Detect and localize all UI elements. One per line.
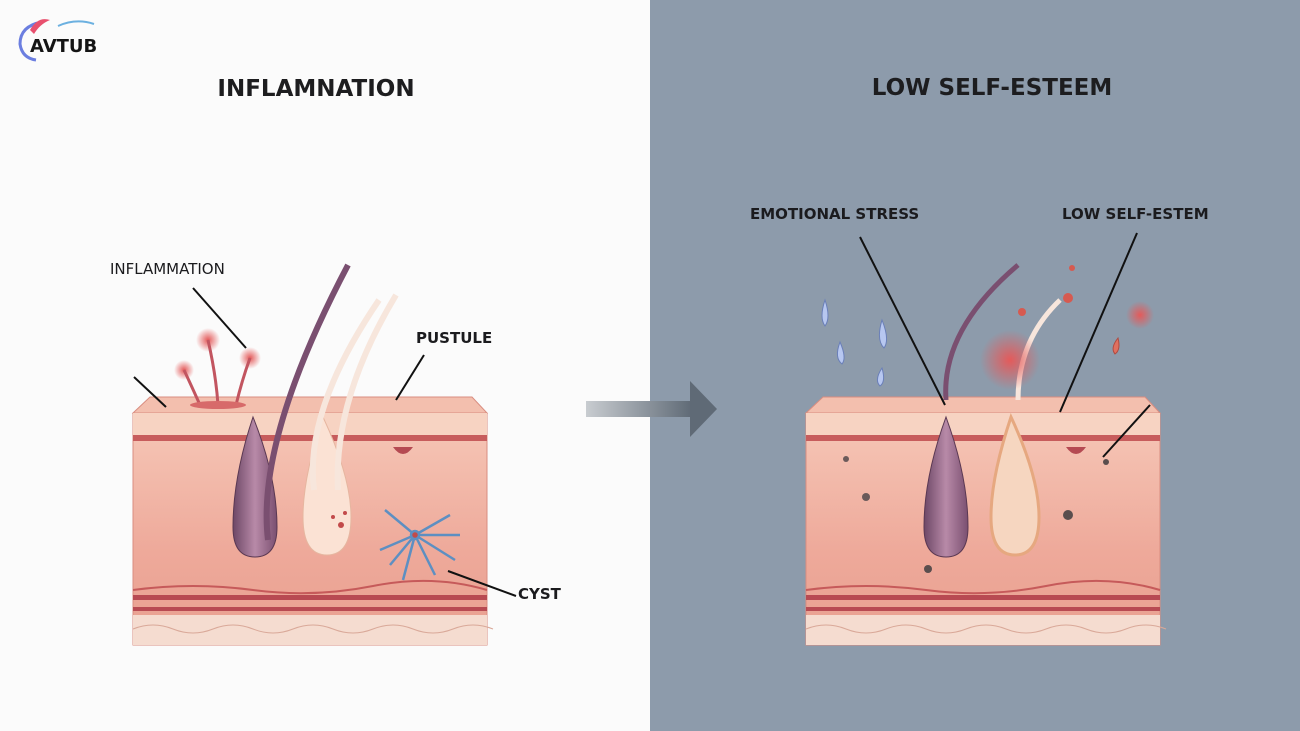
- inflammation-burst: [980, 265, 1154, 390]
- tear-drops-icon: [821, 298, 1120, 387]
- label-pustule: PUSTULE: [416, 329, 492, 347]
- label-cyst: CYST: [518, 585, 562, 603]
- right-skin-cross-section: [805, 396, 1167, 646]
- label-low-self-esteem: LOW SELF-ESTEM: [1062, 205, 1209, 223]
- left-title: INFLAMNATION: [217, 76, 414, 102]
- cyst: [379, 509, 460, 581]
- label-emotional-stress: EMOTIONAL STRESS: [750, 205, 919, 223]
- svg-text:AVTUB: AVTUB: [30, 36, 97, 57]
- right-title: LOW SELF-ESTEEM: [872, 75, 1113, 101]
- hair-shaft: [263, 263, 351, 541]
- logo: AVTUB: [18, 19, 97, 62]
- transition-arrow-icon: [586, 381, 717, 437]
- label-inflammation: INFLAMMATION: [110, 260, 225, 278]
- inflammation-spots: [174, 328, 261, 409]
